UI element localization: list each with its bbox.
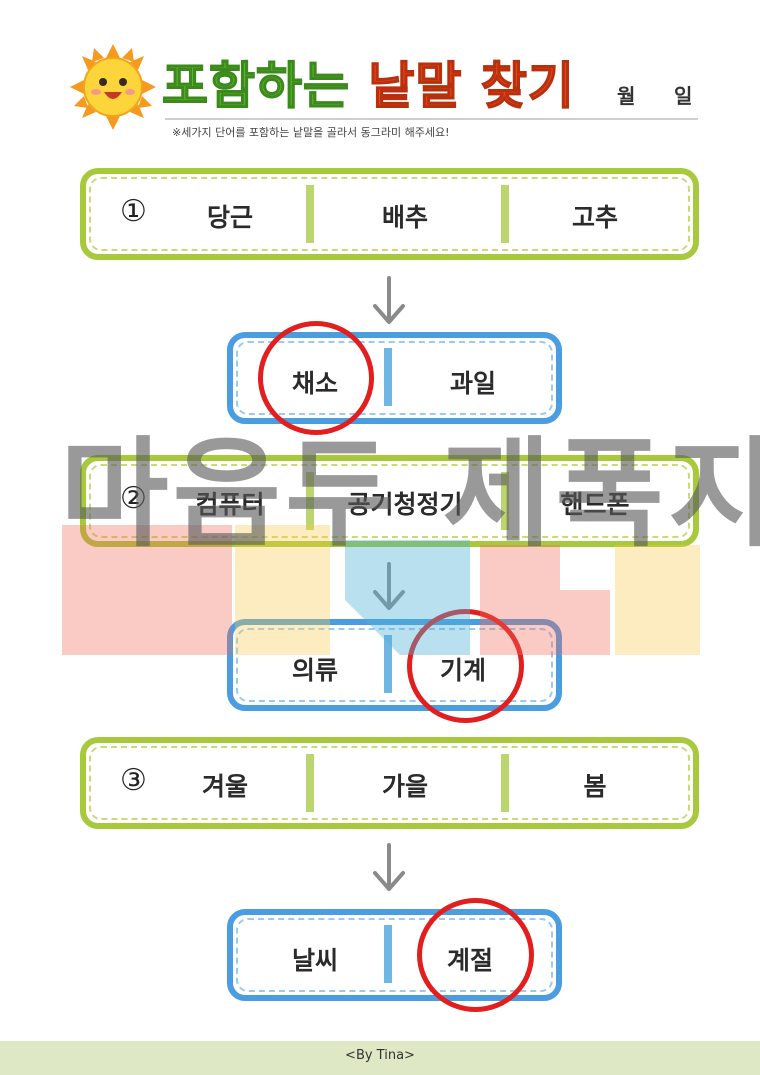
down-arrow-icon — [373, 276, 405, 324]
month-label: 월 — [617, 84, 636, 108]
question-1-word-3: 고추 — [571, 203, 618, 232]
question-1-choice-2[interactable]: 과일 — [449, 369, 496, 398]
question-2-word-2: 공기청정기 — [347, 490, 463, 519]
watermark-text: 마음두 제폭지 — [60, 425, 760, 563]
title-red: 낱말 찾기 — [368, 56, 575, 116]
question-2-word-3: 핸드폰 — [560, 490, 630, 519]
word-divider — [306, 185, 314, 243]
page-title: 포함하는 낱말 찾기 — [161, 46, 575, 118]
question-3-words-box — [80, 737, 699, 829]
instruction-text: ※세가지 단어를 포함하는 낱말을 골라서 동그라미 해주세요! — [172, 126, 450, 139]
answer-circle — [417, 898, 534, 1012]
question-1-word-1: 당근 — [206, 203, 253, 232]
question-2-number: ② — [120, 481, 147, 516]
question-2-choice-1[interactable]: 의류 — [291, 656, 338, 685]
question-3-word-3: 봄 — [583, 772, 607, 801]
day-label: 일 — [674, 84, 693, 108]
title-green: 포함하는 — [161, 56, 350, 116]
footer-credit: <By Tina> — [0, 1041, 760, 1075]
question-3-choice-1[interactable]: 날씨 — [291, 946, 338, 975]
down-arrow-icon — [373, 843, 405, 891]
word-divider — [501, 472, 509, 530]
word-divider — [306, 472, 314, 530]
question-1-number: ① — [120, 194, 147, 229]
header-divider — [165, 118, 698, 120]
choice-divider — [384, 635, 392, 693]
sun-icon — [70, 44, 156, 130]
question-3-word-1: 겨울 — [201, 772, 248, 801]
question-1-words-box — [80, 168, 699, 260]
question-2-word-1: 컴퓨터 — [195, 490, 265, 519]
answer-circle — [258, 321, 374, 435]
answer-circle — [407, 609, 524, 723]
question-2-words-box — [80, 455, 699, 547]
question-1-word-2: 배추 — [381, 203, 428, 232]
word-divider — [501, 754, 509, 812]
choice-divider — [384, 348, 392, 406]
word-divider — [306, 754, 314, 812]
question-3-number: ③ — [120, 763, 147, 798]
choice-divider — [384, 925, 392, 983]
down-arrow-icon — [373, 562, 405, 610]
word-divider — [501, 185, 509, 243]
question-3-word-2: 가을 — [381, 772, 428, 801]
